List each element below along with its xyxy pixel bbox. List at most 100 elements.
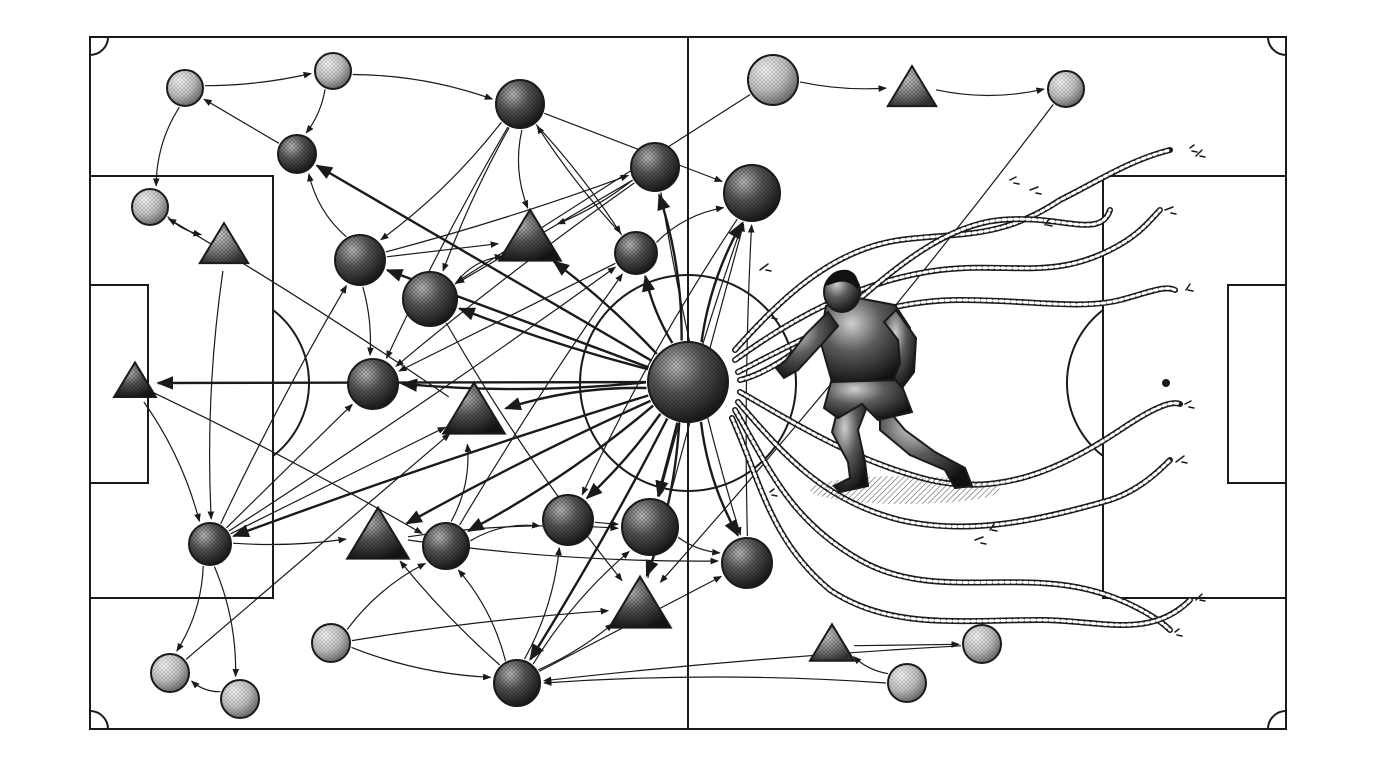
pass-edge bbox=[445, 322, 623, 582]
circle-node-texture bbox=[748, 55, 798, 105]
pass-edge bbox=[799, 81, 887, 92]
triangle-node-texture bbox=[347, 507, 409, 559]
pass-edge bbox=[677, 536, 721, 556]
pass-edge bbox=[699, 421, 740, 537]
triangle-node-texture bbox=[887, 66, 937, 107]
circle-node-texture bbox=[622, 499, 678, 555]
rope-fray bbox=[1174, 628, 1183, 637]
circle-node-texture bbox=[423, 523, 469, 569]
rope-fray bbox=[1195, 149, 1206, 158]
pass-edge bbox=[204, 71, 312, 87]
pass-edges bbox=[143, 71, 1054, 693]
circle-node-texture bbox=[189, 523, 231, 565]
pass-edge bbox=[228, 266, 617, 532]
pass-edge bbox=[143, 401, 201, 523]
pass-edge bbox=[351, 646, 492, 681]
pass-edge bbox=[585, 413, 662, 500]
rope-fray bbox=[1164, 206, 1177, 215]
rope-fray bbox=[1195, 593, 1206, 602]
hub-node-texture bbox=[648, 342, 728, 422]
pass-edge bbox=[517, 129, 529, 209]
pass-edge bbox=[305, 89, 326, 134]
triangle-node-texture bbox=[609, 576, 671, 628]
pass-edge bbox=[581, 218, 738, 496]
rope-fray bbox=[767, 311, 778, 320]
rope-fray bbox=[989, 523, 998, 532]
pass-edge bbox=[362, 286, 374, 357]
pass-edge bbox=[232, 394, 649, 538]
pass-edge bbox=[657, 193, 683, 341]
triangle-node-texture bbox=[114, 362, 156, 397]
pass-edge bbox=[450, 443, 472, 522]
circle-node-texture bbox=[963, 625, 1001, 663]
pass-edge bbox=[405, 399, 651, 525]
triangle-node-texture bbox=[810, 624, 854, 661]
right-goal-box bbox=[1227, 284, 1287, 484]
pass-edge bbox=[156, 376, 647, 390]
pass-edge bbox=[455, 93, 751, 283]
circle-node-texture bbox=[403, 272, 457, 326]
rope-twist bbox=[736, 400, 1172, 529]
pass-edge bbox=[399, 560, 501, 666]
circle-node-texture bbox=[543, 495, 593, 545]
pass-edge bbox=[504, 386, 647, 411]
corner-arc-bl bbox=[89, 710, 109, 730]
corner-arc-br bbox=[1267, 710, 1287, 730]
pass-edge bbox=[153, 392, 423, 535]
pass-edge bbox=[853, 641, 960, 648]
rope-twist bbox=[738, 390, 1182, 487]
circle-node-texture bbox=[221, 680, 259, 718]
pass-edge bbox=[544, 112, 723, 183]
pass-edge bbox=[152, 106, 180, 187]
pass-edge bbox=[642, 274, 674, 344]
pass-edge bbox=[315, 164, 653, 362]
pass-edge bbox=[455, 179, 633, 284]
pass-edge bbox=[538, 623, 614, 671]
circle-node-texture bbox=[315, 53, 351, 89]
pass-edge bbox=[167, 216, 202, 237]
pass-edge bbox=[385, 174, 630, 253]
circle-node-texture bbox=[278, 135, 316, 173]
rope-fray bbox=[1044, 218, 1053, 227]
circle-node-texture bbox=[132, 189, 168, 225]
pass-edge bbox=[459, 273, 623, 526]
triangle-node-texture bbox=[499, 209, 561, 261]
player-front-arm bbox=[774, 310, 840, 380]
pass-edge bbox=[457, 307, 649, 371]
rope-twist bbox=[733, 408, 1172, 632]
rope-fray bbox=[1029, 186, 1042, 195]
pass-edge bbox=[535, 124, 622, 235]
pass-edge bbox=[167, 218, 450, 398]
player-back-arm bbox=[882, 308, 918, 390]
player-front-leg bbox=[830, 398, 870, 494]
pass-edge bbox=[207, 270, 224, 520]
pass-edge bbox=[185, 433, 451, 660]
corner-arc-tr bbox=[1267, 36, 1287, 56]
rope-fray bbox=[974, 536, 987, 545]
torn-ropes bbox=[729, 144, 1206, 637]
rope-fray bbox=[1189, 144, 1198, 153]
pass-edge bbox=[346, 562, 427, 630]
circle-node-texture bbox=[722, 538, 772, 588]
circle-node-texture bbox=[151, 654, 189, 692]
circle-node-texture bbox=[494, 660, 540, 706]
pass-edge bbox=[556, 179, 633, 225]
rope-strand bbox=[729, 415, 1193, 628]
pass-edge bbox=[552, 260, 658, 355]
circle-node-texture bbox=[335, 235, 385, 285]
pass-edge bbox=[398, 262, 616, 372]
pass-edge bbox=[536, 125, 623, 236]
pass-edge bbox=[457, 569, 507, 661]
rope-fray bbox=[1184, 400, 1195, 409]
pass-edge bbox=[230, 426, 447, 535]
pass-edge bbox=[225, 403, 353, 529]
pass-edge bbox=[190, 680, 221, 693]
triangle-node-texture bbox=[199, 223, 249, 264]
circle-node-texture bbox=[167, 70, 203, 106]
pass-edge bbox=[935, 87, 1045, 97]
pass-edge bbox=[351, 607, 610, 642]
player-nodes bbox=[112, 52, 1085, 719]
pass-edge bbox=[395, 182, 635, 367]
